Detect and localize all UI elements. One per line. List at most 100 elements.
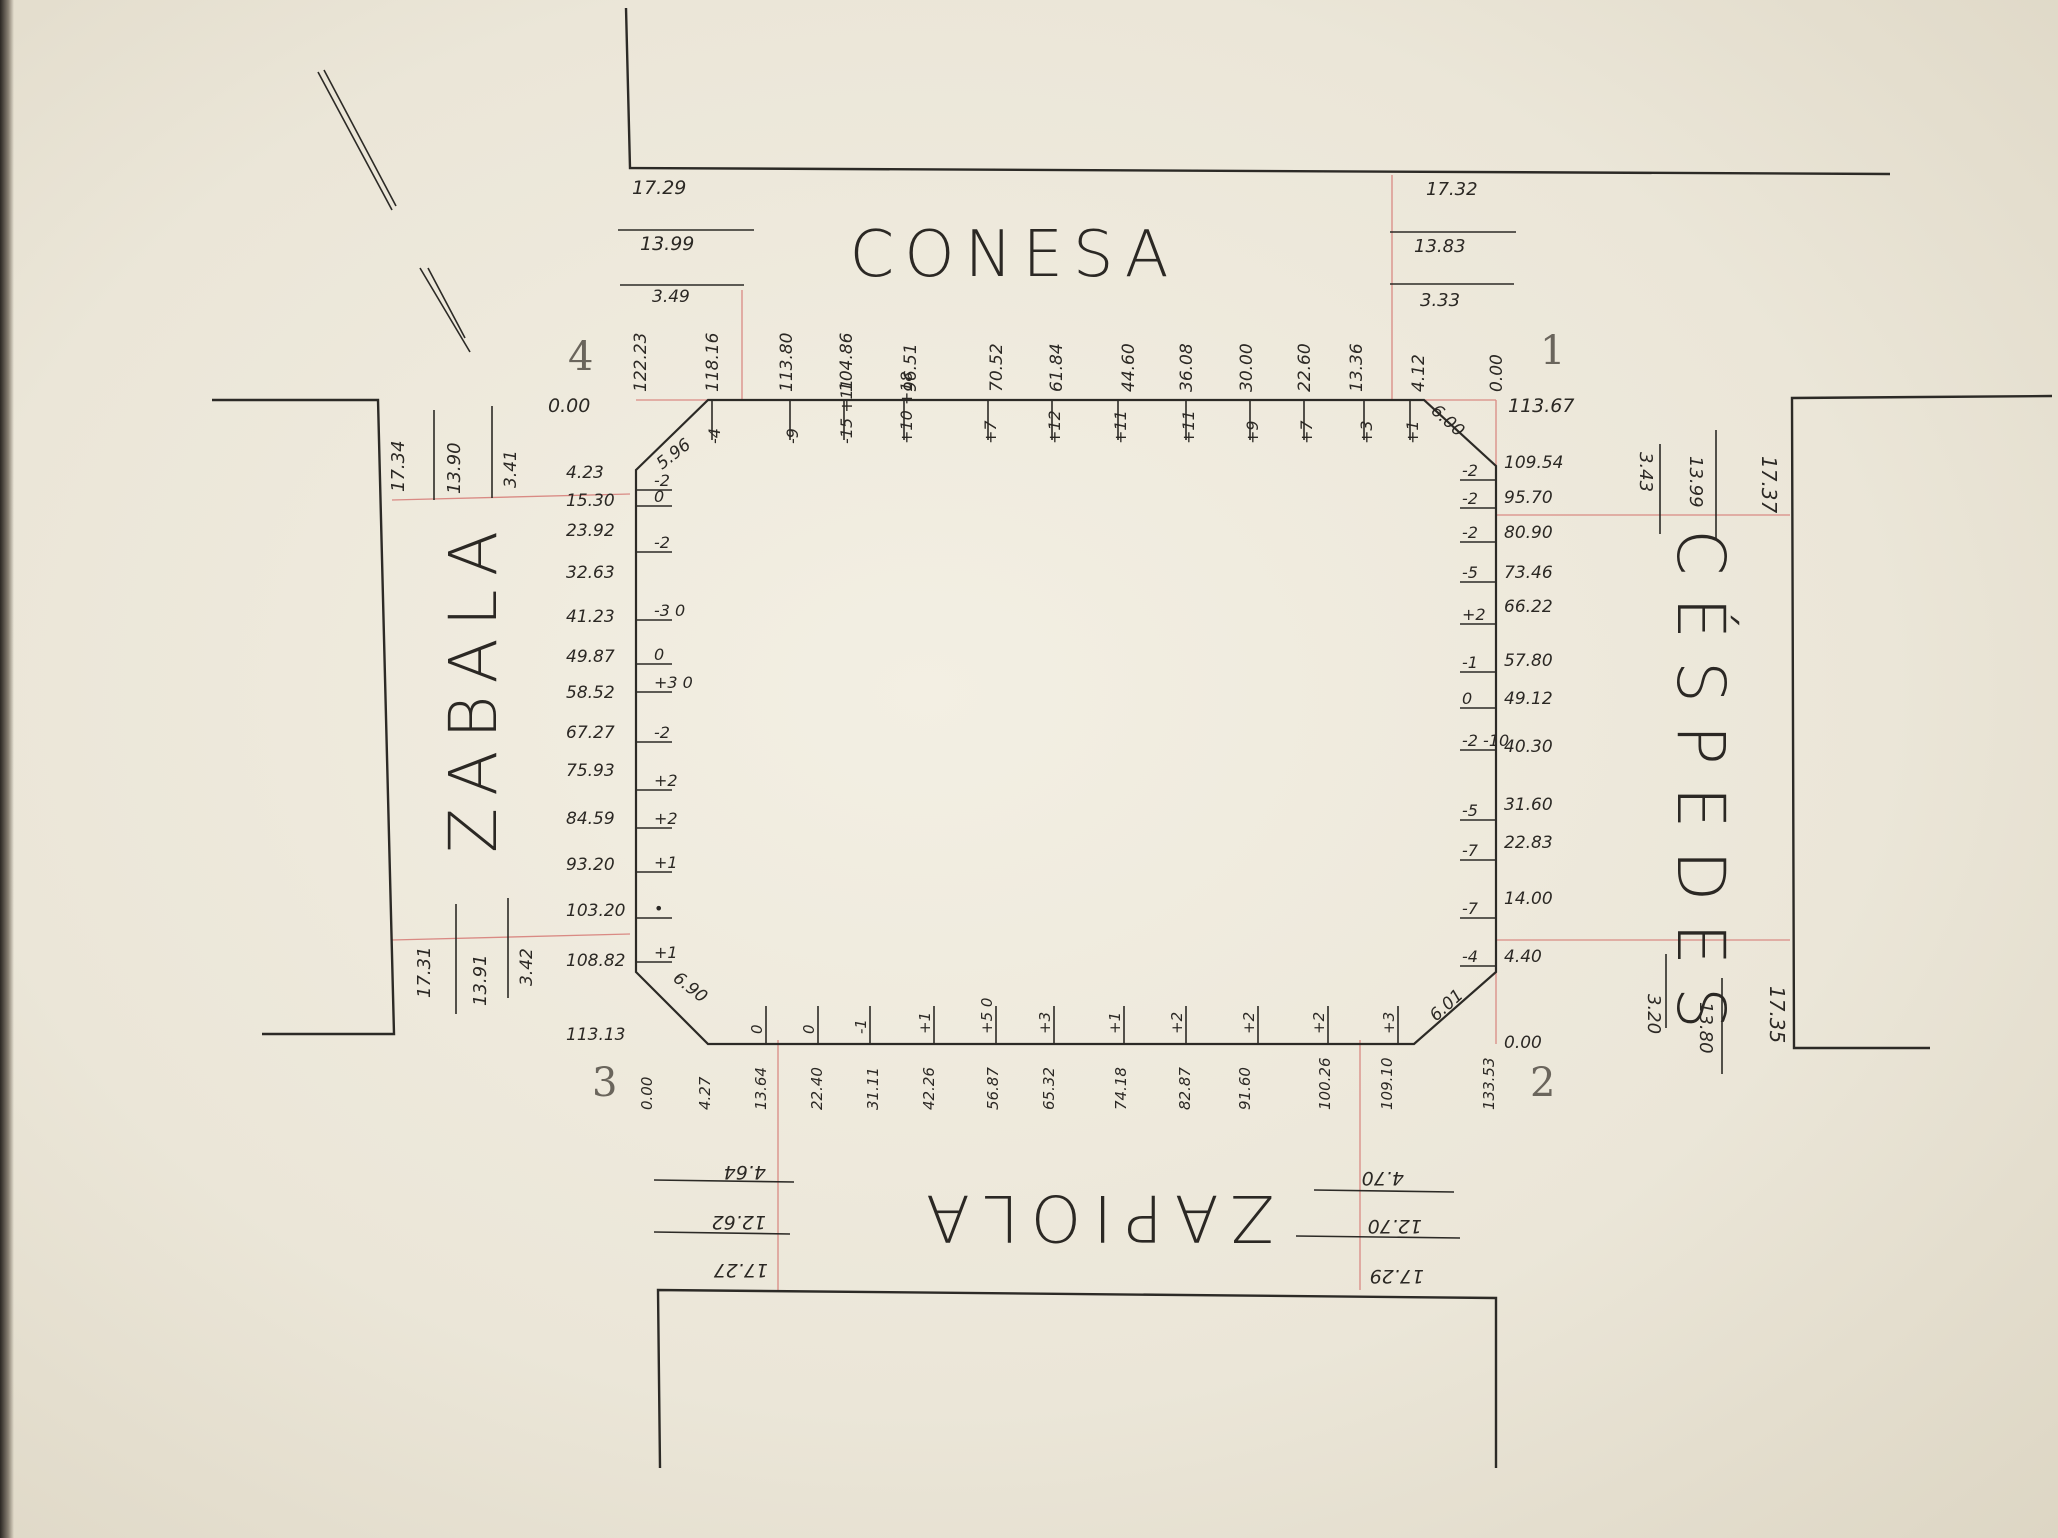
chainage-label: 0.00 [1504, 1033, 1542, 1053]
chainage-label: 22.60 [1295, 343, 1315, 392]
corner-number: 4 [568, 334, 593, 380]
width-label: 13.83 [1414, 236, 1466, 257]
chainage-label: 75.93 [566, 761, 615, 781]
chainage-label: 0.00 [638, 1077, 656, 1110]
width-label: 3.33 [1420, 290, 1460, 311]
zabala-top-widths: 17.34 13.90 3.41 [388, 406, 521, 500]
chainage-label: 84.59 [566, 809, 615, 829]
chainage-label: 13.64 [752, 1067, 770, 1110]
corner-number: 3 [592, 1060, 617, 1106]
left-edge-stations: 4.2315.3023.9232.6341.2349.8758.5267.277… [566, 463, 693, 1045]
offset-label: 0 [654, 645, 664, 664]
street-name-cespedes: CÉSPEDES [1662, 529, 1740, 1051]
chainage-label: 31.11 [864, 1067, 882, 1110]
chainage-label: 100.26 [1316, 1058, 1334, 1111]
conesa-left-widths: 17.29 13.99 3.49 [618, 177, 754, 307]
offset-label: -2 [1462, 523, 1478, 542]
offset-label: -2 [654, 723, 670, 742]
chainage-label: 113.13 [566, 1025, 625, 1045]
chainage-label: 67.27 [566, 723, 615, 743]
width-label: 17.31 [414, 946, 435, 998]
width-label: 17.37 [1757, 456, 1781, 514]
width-label: 17.29 [632, 177, 686, 199]
offset-label: -5 [1462, 801, 1478, 820]
offset-label: -2 [1462, 489, 1478, 508]
ref-line [391, 493, 631, 501]
width-label: 17.27 [714, 1259, 768, 1281]
corner-number: 2 [1530, 1060, 1555, 1106]
chainage-label: 80.90 [1504, 523, 1553, 543]
zabala-boundary [212, 398, 396, 1036]
chainage-label: 49.12 [1504, 689, 1553, 709]
width-label: 17.34 [388, 440, 409, 492]
chainage-label: 40.30 [1504, 737, 1553, 757]
block-outline [634, 398, 1498, 1046]
chainage-label: 57.80 [1504, 651, 1553, 671]
offset-label: +1 [654, 943, 678, 962]
offset-label: • [654, 899, 663, 918]
offset-label: -7 [1462, 899, 1479, 918]
chainage-label: 122.23 [631, 333, 651, 392]
width-label: 17.29 [1370, 1265, 1424, 1287]
right-edge-stations: 109.5495.7080.9073.4666.2257.8049.1240.3… [1460, 453, 1563, 1053]
chainage-label: 109.10 [1378, 1058, 1396, 1111]
offset-label: -2 -10 [1462, 731, 1509, 750]
conesa-boundary [624, 7, 1891, 176]
width-label: 17.32 [1426, 179, 1478, 200]
offset-label: +7 [981, 420, 1000, 444]
chamfer-label: 6.90 [669, 968, 711, 1007]
width-label: 4.70 [1362, 1167, 1404, 1189]
width-label: 12.70 [1368, 1215, 1422, 1237]
chainage-label: 82.87 [1176, 1067, 1194, 1110]
chainage-label: 74.18 [1112, 1067, 1130, 1110]
chainage-label: 56.87 [984, 1067, 1002, 1110]
width-label: 13.91 [470, 954, 491, 1006]
chainage-label: 0.00 [1487, 354, 1507, 392]
chainage-label: 32.63 [566, 563, 615, 583]
zapiola-right-widths: 4.70 12.70 17.29 [1295, 1167, 1461, 1287]
chainage-label: 4.27 [696, 1076, 714, 1110]
chainage-label: 103.20 [566, 901, 625, 921]
chainage-label: 70.52 [987, 343, 1007, 392]
chainage-label: 58.52 [566, 683, 615, 703]
chainage-label: 4.12 [1409, 354, 1429, 392]
offset-label: +1 [654, 853, 678, 872]
offset-label: 0 [654, 487, 664, 506]
chainage-label: 42.26 [920, 1067, 938, 1110]
chainage-label: 91.60 [1236, 1067, 1254, 1110]
chainage-label: 66.22 [1504, 597, 1553, 617]
width-label: 13.90 [444, 442, 465, 494]
offset-label: 0 [800, 1024, 818, 1034]
offset-label: +2 [1310, 1012, 1328, 1034]
zabala-bottom-widths: 17.31 13.91 3.42 [414, 898, 537, 1014]
chainage-label: 104.86 [837, 332, 857, 392]
width-label: 3.49 [652, 287, 690, 307]
top-right-chainage: 113.67 [1508, 395, 1574, 417]
chainage-label: 61.84 [1047, 343, 1067, 392]
width-label: 3.20 [1643, 994, 1664, 1034]
chainage-label: 13.36 [1347, 343, 1367, 392]
width-label: 4.64 [724, 1161, 766, 1183]
cespedes-boundary [1790, 394, 2053, 1050]
offset-label: +2 [1168, 1012, 1186, 1034]
offset-label: +2 [654, 771, 678, 790]
cespedes-top-widths: 3.43 13.99 17.37 [1635, 430, 1781, 540]
offset-label: +3 [1357, 420, 1376, 444]
offset-label: -2 [654, 533, 670, 552]
chainage-label: 93.20 [566, 855, 615, 875]
offset-label: +11 [1111, 410, 1130, 444]
offset-label: +10 +18 [897, 371, 916, 444]
width-label: 12.62 [712, 1211, 766, 1233]
chainage-label: 109.54 [1504, 453, 1563, 473]
width-label: 17.35 [1765, 986, 1789, 1043]
offset-label: +3 [1036, 1012, 1054, 1034]
offset-label: +5 0 [978, 998, 996, 1034]
chainage-label: 36.08 [1177, 343, 1197, 392]
offset-label: +12 [1045, 410, 1064, 444]
street-boundaries [212, 7, 2053, 1469]
zapiola-boundary [656, 1288, 1498, 1469]
offset-label: -4 [705, 428, 724, 444]
